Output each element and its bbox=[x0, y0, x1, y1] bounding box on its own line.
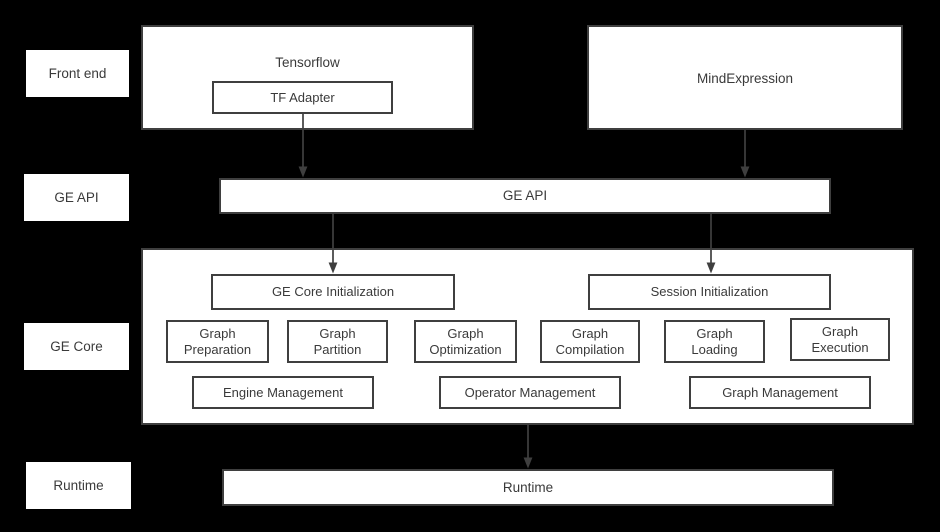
operator-management-box[interactable]: Operator Management bbox=[439, 376, 621, 409]
layer-label-runtime: Runtime bbox=[26, 462, 131, 509]
runtime-bar[interactable]: Runtime bbox=[222, 469, 834, 506]
ge-core-initialization-box[interactable]: GE Core Initialization bbox=[211, 274, 455, 310]
graph-preparation-box[interactable]: Graph Preparation bbox=[166, 320, 269, 363]
mindexpression-title: MindExpression bbox=[696, 71, 794, 86]
layer-label-ge-core: GE Core bbox=[24, 323, 129, 370]
graph-execution-box[interactable]: Graph Execution bbox=[790, 318, 890, 361]
layer-label-ge-api: GE API bbox=[24, 174, 129, 221]
graph-loading-box[interactable]: Graph Loading bbox=[664, 320, 765, 363]
ge-api-bar[interactable]: GE API bbox=[219, 178, 831, 214]
tensorflow-container: Tensorflow bbox=[141, 25, 474, 130]
graph-compilation-box[interactable]: Graph Compilation bbox=[540, 320, 640, 363]
graph-partition-box[interactable]: Graph Partition bbox=[287, 320, 388, 363]
mindexpression-container: MindExpression bbox=[587, 25, 903, 130]
graph-management-box[interactable]: Graph Management bbox=[689, 376, 871, 409]
engine-management-box[interactable]: Engine Management bbox=[192, 376, 374, 409]
layer-label-front-end: Front end bbox=[26, 50, 129, 97]
graph-optimization-box[interactable]: Graph Optimization bbox=[414, 320, 517, 363]
session-initialization-box[interactable]: Session Initialization bbox=[588, 274, 831, 310]
tf-adapter-box[interactable]: TF Adapter bbox=[212, 81, 393, 114]
tensorflow-title: Tensorflow bbox=[275, 55, 340, 70]
